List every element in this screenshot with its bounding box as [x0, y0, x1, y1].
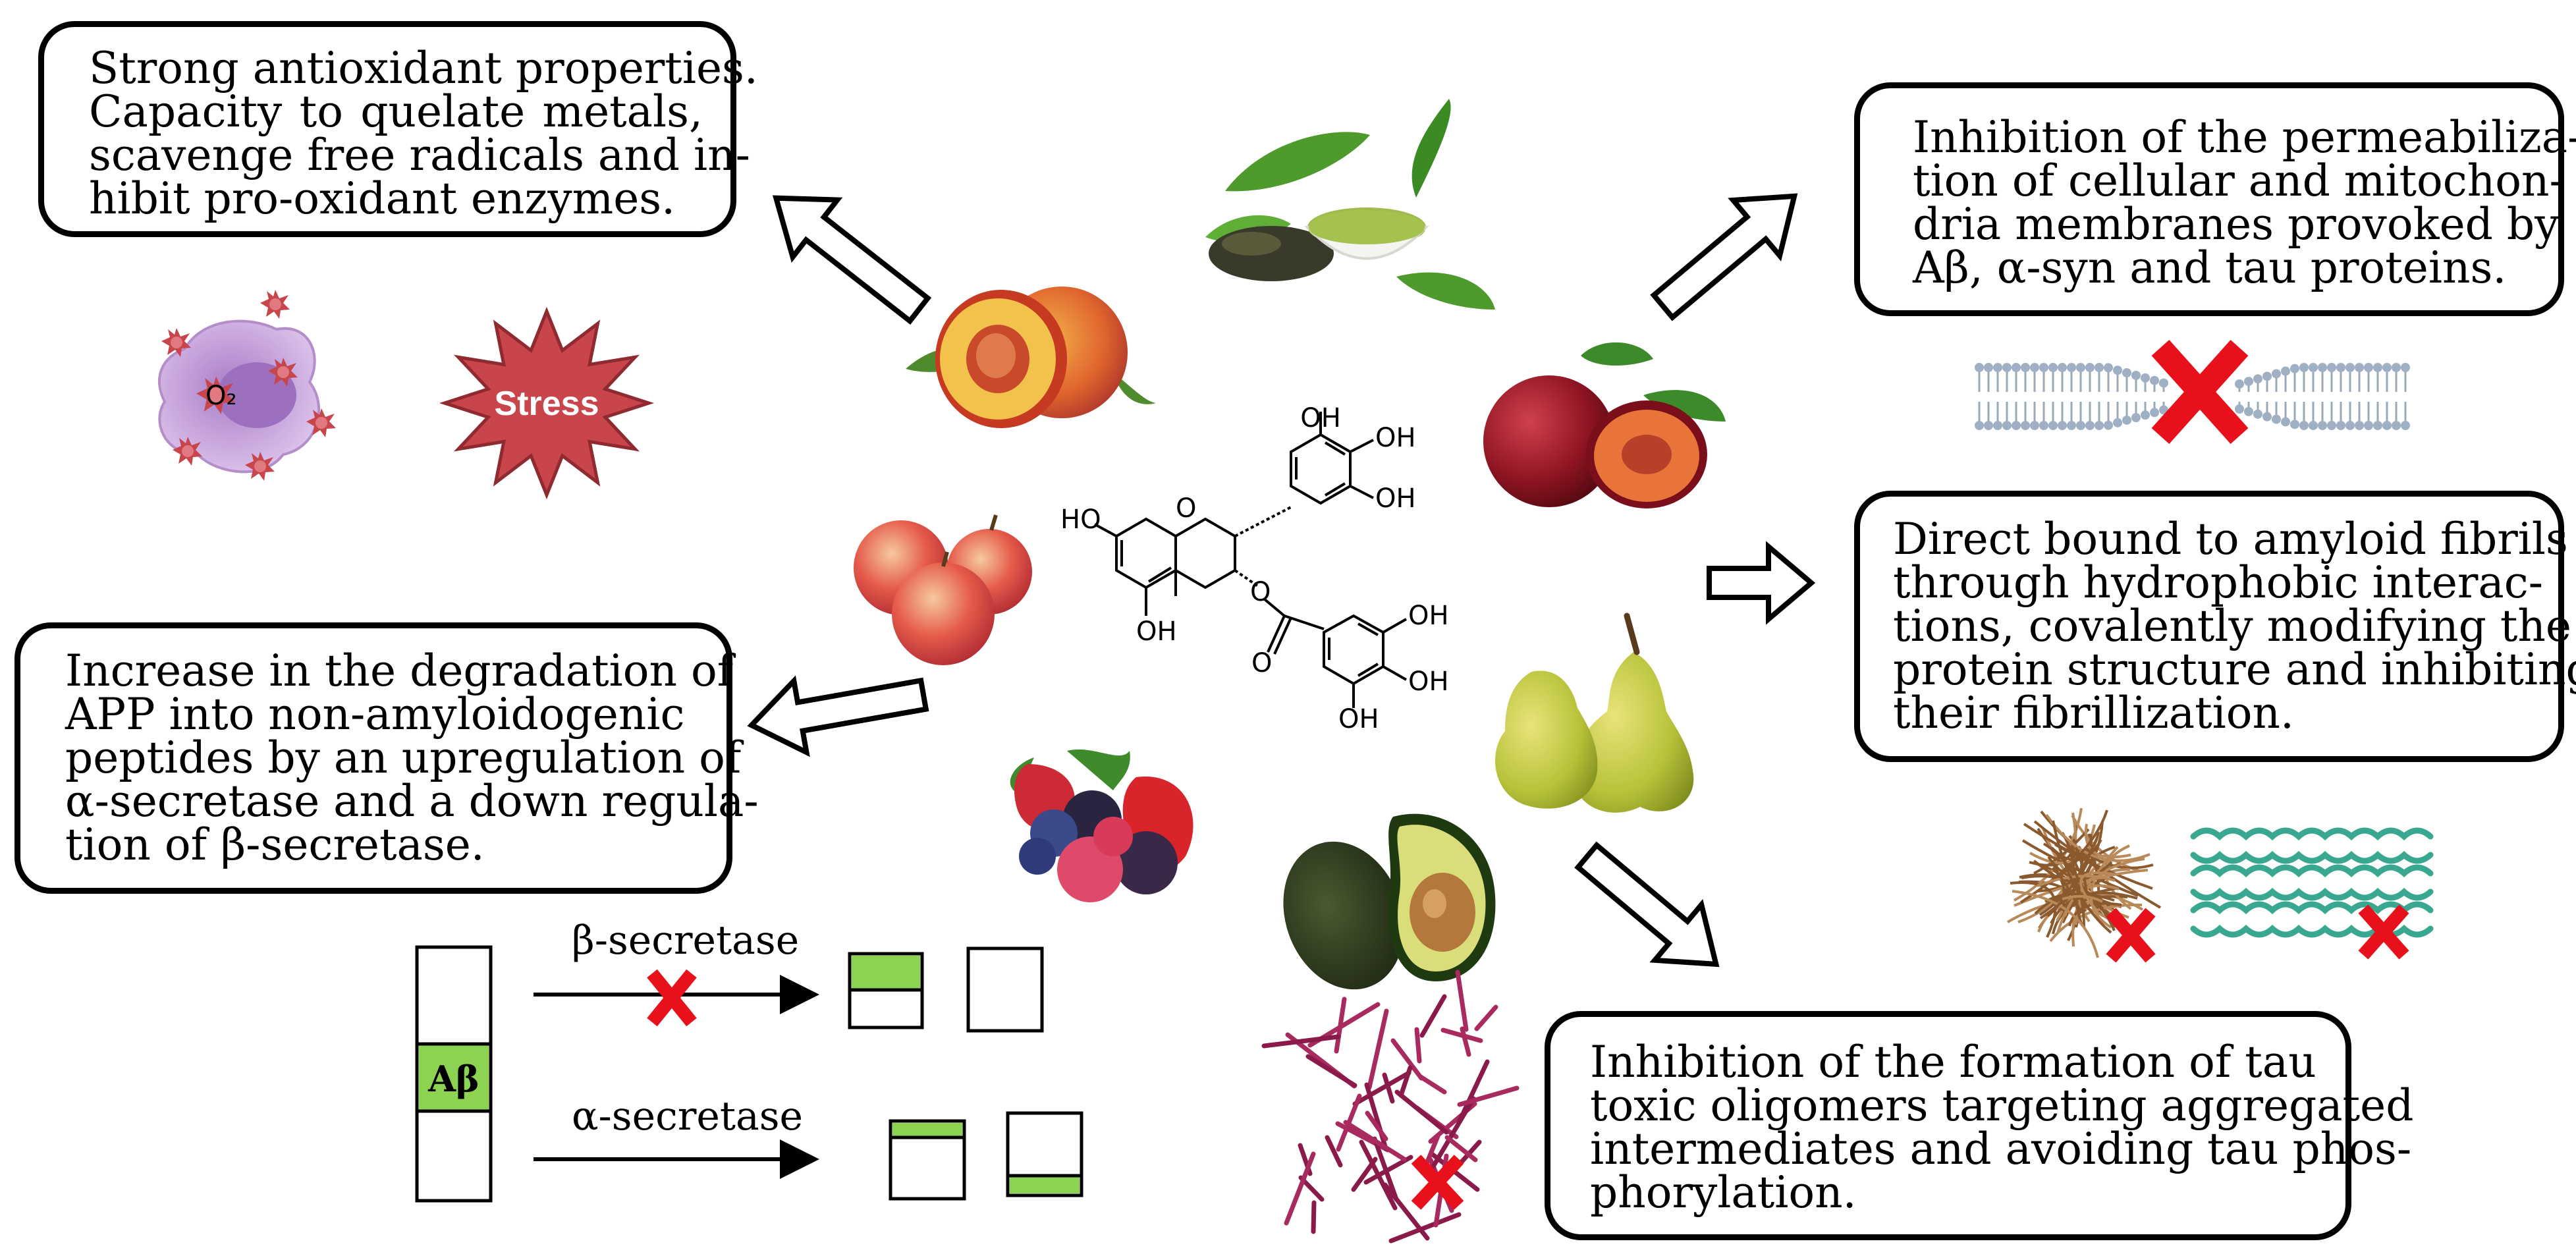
atom-label: OH: [1375, 483, 1416, 514]
berries-icon: [1010, 749, 1193, 902]
fibril-strands-x-icon: [2358, 904, 2409, 960]
abeta-region: [419, 1044, 489, 1111]
app-scheme: Aβ β-secretase α-secretase: [415, 917, 1083, 1203]
antioxidant-line: Strong antioxidant properties.: [89, 43, 758, 94]
fibrils-line: through hydrophobic interac-: [1893, 557, 2544, 608]
antioxidant-line: scavenge free radicals and in-: [89, 130, 750, 180]
arrow-to-antioxidant: [772, 195, 932, 325]
atom-label: OH: [1136, 616, 1177, 647]
atom-label: OH: [1338, 704, 1379, 734]
arrow-to-tau: [1574, 841, 1720, 968]
atom-label: OH: [1375, 423, 1416, 453]
antioxidant-line: hibit pro-oxidant enzymes.: [89, 173, 676, 224]
atom-label: O: [1250, 577, 1271, 607]
alpha-secretase-label: α-secretase: [572, 1093, 803, 1139]
fibrils-line: tions, covalently modifying the: [1893, 601, 2571, 651]
permeabilization-line: tion of cellular and mitochon-: [1913, 155, 2564, 206]
app-degradation-box: Increase in the degradation of APP into …: [14, 622, 759, 894]
arrow-to-app: [747, 675, 929, 757]
app-line: α-secretase and a down regula-: [65, 776, 759, 827]
fibrils-line: their fibrillization.: [1893, 688, 2294, 738]
tau-oligomer-box: Inhibition of the formation of tau toxic…: [1545, 1011, 2414, 1240]
abeta-label: Aβ: [427, 1058, 480, 1100]
tau-line: Inhibition of the formation of tau: [1590, 1037, 2316, 1087]
stress-label: Stress: [495, 385, 599, 423]
tau-network-icon: [1261, 970, 1520, 1244]
tau-line: toxic oligomers targeting aggregated: [1590, 1080, 2414, 1131]
fibrils-box: Direct bound to amyloid fibrils through …: [1854, 491, 2576, 762]
egcg-molecule: [1094, 412, 1407, 708]
atom-label: OH: [1408, 601, 1449, 631]
apple-icon: [854, 514, 1032, 665]
permeabilization-box: Inhibition of the permeabiliza- tion of …: [1854, 82, 2576, 316]
app-line: APP into non-amyloidogenic: [65, 689, 685, 740]
beta-block-x-icon: [647, 969, 697, 1027]
membrane-icon: [1975, 363, 2410, 430]
app-line: Increase in the degradation of: [65, 645, 734, 696]
peach-icon: [906, 287, 1156, 428]
fibril-strands-icon: [2190, 827, 2434, 938]
green-tea-icon: [1205, 99, 1495, 310]
app-line: tion of β-secretase.: [65, 819, 485, 870]
atom-label: HO: [1060, 505, 1101, 535]
fibrils-line: Direct bound to amyloid fibrils: [1893, 514, 2568, 564]
antioxidant-box: Strong antioxidant properties. Capacity …: [38, 21, 758, 237]
antioxidant-line: Capacity to quelate metals,: [89, 86, 703, 137]
membrane-block-x-icon: [2151, 339, 2249, 445]
stress-star-icon: Stress: [439, 306, 655, 500]
fibril-tangle-icon: [2007, 807, 2162, 958]
arrow-to-fibrils: [1707, 541, 1816, 625]
atom-label: O: [1251, 648, 1272, 678]
fibrils-line: protein structure and inhibiting: [1893, 644, 2576, 695]
beta-secretase-label: β-secretase: [572, 917, 799, 964]
pear-icon: [1495, 613, 1694, 813]
tau-line: intermediates and avoiding tau phos-: [1590, 1124, 2412, 1174]
atom-label: O: [1176, 493, 1196, 524]
avocado-icon: [1283, 813, 1496, 990]
app-line: peptides by an upregulation of: [65, 732, 742, 783]
tau-line: phorylation.: [1590, 1167, 1857, 1218]
plum-icon: [1483, 342, 1726, 508]
permeabilization-line: dria membranes provoked by: [1913, 199, 2560, 250]
egcg-labels: HO O OH OH OH OH O O OH OH OH: [1060, 403, 1449, 734]
atom-label: OH: [1300, 403, 1341, 433]
permeabilization-line: Aβ, α-syn and tau proteins.: [1913, 242, 2507, 293]
stressed-cell-icon: O₂: [157, 290, 336, 481]
o2-label: O₂: [206, 381, 237, 411]
atom-label: OH: [1408, 667, 1449, 697]
arrow-to-permeabilization: [1650, 193, 1798, 321]
fibril-tangle-x-icon: [2106, 908, 2156, 963]
permeabilization-line: Inhibition of the permeabiliza-: [1913, 112, 2576, 163]
tau-x-icon: [1411, 1155, 1464, 1210]
